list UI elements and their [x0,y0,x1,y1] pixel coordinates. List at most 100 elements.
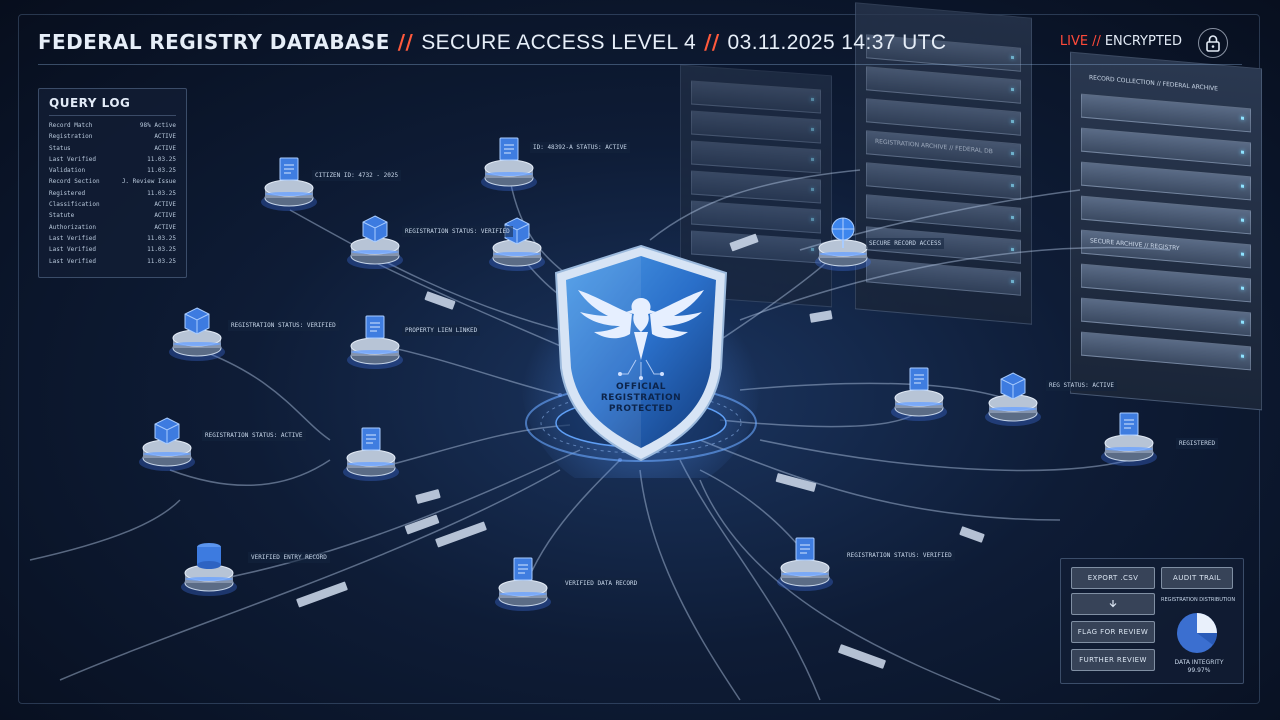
shield-emblem-graphic [521,244,761,478]
eagle-emblem-icon [578,290,704,360]
header-bar: FEDERAL REGISTRY DATABASE//SECURE ACCESS… [38,28,1242,58]
title-separator: // [704,30,720,54]
export-csv-button[interactable]: EXPORT .CSV [1071,567,1155,589]
lock-icon [1206,35,1220,52]
flag-for-review-button[interactable]: FLAG FOR REVIEW [1071,621,1155,643]
audit-trail-button[interactable]: AUDIT TRAIL [1161,567,1233,589]
node-label: REGISTRATION STATUS: ACTIVE [202,430,306,441]
query-log-row: Classification ACTIVE [49,201,176,212]
query-log-row-label: Last Verified [49,246,96,254]
node-graphic [495,557,551,611]
node-graphic [481,137,537,191]
registry-node[interactable] [774,530,836,592]
title-timestamp: 03.11.2025 14:37 UTC [727,31,947,54]
shield-text-line1: OFFICIAL [616,382,666,392]
query-log-row: Status ACTIVE [49,145,176,156]
node-label: REG STATUS: ACTIVE [1046,380,1118,391]
query-log-row: Last Verified 11.03.25 [49,246,176,257]
data-integrity-pie [1177,613,1217,653]
node-graphic [343,427,399,481]
query-log-row: Registered 11.03.25 [49,190,176,201]
registry-node[interactable] [136,410,198,472]
node-graphic [347,315,403,369]
title-separator: // [397,30,414,54]
header-divider [38,64,1242,65]
pie-label-2: 99.97% [1187,667,1211,674]
node-graphic [891,367,947,421]
node-graphic [489,217,545,271]
node-label: PROPERTY LIEN LINKED [402,325,481,336]
further-review-button[interactable]: FURTHER REVIEW [1071,649,1155,671]
query-log-row-label: Status [49,144,71,152]
node-label: ID: 48392-A STATUS: ACTIVE [530,142,630,153]
node-label: REGISTRATION STATUS: VERIFIED [228,320,339,331]
node-graphic [1101,412,1157,466]
pie-label-1: DATA INTEGRITY [1174,659,1224,666]
query-log-row-label: Statute [49,212,75,220]
query-log-row-value: ACTIVE [154,223,176,231]
registry-node[interactable] [340,420,402,482]
node-graphic [169,307,225,361]
node-graphic [985,372,1041,426]
query-log-row-label: Record Section [49,178,100,186]
registry-node[interactable] [486,210,548,272]
shield-text-line3: PROTECTED [608,404,674,414]
query-log-row: Statute ACTIVE [49,212,176,223]
node-graphic [777,537,833,591]
registry-node[interactable] [478,130,540,192]
query-log-row-label: Classification [49,201,100,209]
connection-status: LIVE//ENCRYPTED [1060,34,1182,49]
registry-node[interactable] [258,150,320,212]
live-indicator: LIVE [1059,34,1089,49]
encrypted-indicator: ENCRYPTED [1104,34,1182,49]
registry-node[interactable] [888,360,950,422]
query-log-row-value: 11.03.25 [147,257,176,265]
query-log-row-value: 11.03.25 [147,167,176,175]
registry-node[interactable] [1098,405,1160,467]
node-graphic [139,417,195,471]
node-graphic [261,157,317,211]
title-main: FEDERAL REGISTRY DATABASE [38,30,390,54]
query-log-row-label: Registered [49,189,86,197]
query-log-row-label: Record Match [49,122,93,129]
query-log-row-value: ACTIVE [154,212,176,220]
registry-node[interactable] [166,300,228,362]
query-log-row-label: Registration [49,133,93,141]
registry-node[interactable] [982,365,1044,427]
node-label: REGISTRATION STATUS: VERIFIED [402,226,513,237]
registry-node[interactable] [492,550,554,612]
download-button[interactable] [1071,593,1155,615]
registry-node[interactable] [178,535,240,597]
registry-node[interactable] [812,210,874,272]
registry-node[interactable] [344,208,406,270]
query-log-row-label: Last Verified [49,155,96,163]
action-panel: EXPORT .CSV AUDIT TRAIL FLAG FOR REVIEW … [1060,558,1244,684]
query-log-row: Last Verified 11.03.25 [49,235,176,246]
query-log-row-value: 11.03.25 [147,189,176,197]
node-graphic [347,215,403,269]
node-label: CITIZEN ID: 4732 - 2025 [312,170,402,181]
query-log-divider [49,115,176,116]
lock-button[interactable] [1198,28,1228,58]
node-graphic [815,217,871,271]
node-label: SECURE RECORD ACCESS [866,238,945,249]
query-log-row-value: J. Review Issue [121,178,176,186]
query-log-row-value: ACTIVE [154,144,176,152]
node-label: REGISTERED [1176,438,1219,449]
central-shield: OFFICIAL REGISTRATION PROTECTED [516,228,766,478]
registry-node[interactable] [344,308,406,370]
query-log-row-label: Last Verified [49,234,96,242]
query-log-row-value: ACTIVE [154,201,176,209]
query-log-row-value: 11.03.25 [147,246,176,254]
query-log-row-value: 11.03.25 [147,234,176,242]
query-log-row: Record Section J. Review Issue [49,178,176,189]
query-log-title: QUERY LOG [49,96,131,110]
node-graphic [181,543,237,596]
pie-title: REGISTRATION DISTRIBUTION [1161,597,1236,603]
